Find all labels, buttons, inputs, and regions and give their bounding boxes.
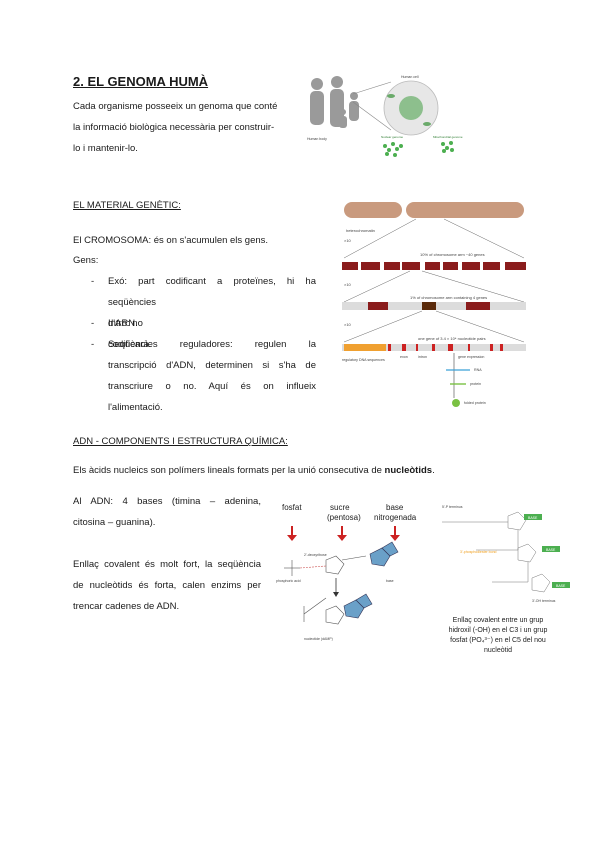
bond-line: Enllaç covalent és molt fort, la seqüènc… bbox=[73, 559, 261, 570]
list-item: Intró: no codificarà. bbox=[108, 318, 152, 350]
caption-line: fosfat (PO₄³⁻) en el C5 del nou bbox=[450, 637, 546, 644]
chromosome-figure: heterochromatin ×10 10% of chromosome ar… bbox=[342, 202, 526, 407]
list-dash: - bbox=[91, 276, 95, 287]
list-item: l'alimentació. bbox=[108, 402, 163, 413]
folded-protein-label: folded protein bbox=[464, 401, 486, 405]
sentence-text: Els àcids nucleics son polímers lineals … bbox=[73, 465, 385, 476]
nitrogenada-label: nitrogenada bbox=[374, 513, 417, 522]
section-heading-adn: ADN - COMPONENTS I ESTRUCTURA QUÍMICA: bbox=[73, 436, 288, 447]
protein-label: protein bbox=[470, 382, 481, 386]
nucleus-shape bbox=[399, 96, 423, 120]
list-dash: - bbox=[91, 339, 95, 350]
list-item: transcripció d'ADN, determinen si s'ha d… bbox=[108, 360, 316, 371]
list-dash: - bbox=[91, 318, 95, 329]
fosfat-label: fosfat bbox=[282, 503, 302, 512]
caption: Enllaç covalent entre un grup hidroxil (… bbox=[449, 617, 548, 654]
chromosome-arm-left bbox=[344, 202, 402, 218]
terminus5-label: 5'-P terminus bbox=[442, 505, 463, 509]
human-cell-label: Human cell bbox=[401, 75, 419, 79]
x10-label: ×10 bbox=[344, 282, 352, 287]
gens-label: Gens: bbox=[73, 255, 99, 266]
base-heading: base bbox=[386, 503, 404, 512]
base-ring bbox=[343, 599, 365, 619]
caption-line: hidroxil (-OH) en el C3 i un grup bbox=[449, 627, 548, 634]
nuclear-genome-shape bbox=[383, 142, 403, 157]
terminus3-label: 3'-OH terminus bbox=[532, 599, 556, 603]
rna-label: RNA bbox=[474, 368, 482, 372]
base-tag-label: BASE bbox=[556, 584, 566, 588]
exon-label: exon bbox=[400, 355, 408, 359]
phosphoric-acid-label: phosphoric acid bbox=[276, 579, 301, 583]
sucre-label: sucre bbox=[330, 503, 350, 512]
phosphodiester-label: 3'-phosphodiester bond bbox=[460, 550, 497, 554]
bond-line: de nucleòtids és forta, calen enzims per bbox=[73, 580, 261, 591]
human-silhouettes bbox=[310, 76, 359, 128]
arm4-label: 1% of chromosome arm containing 4 genes bbox=[410, 295, 487, 300]
caption-line: Enllaç covalent entre un grup bbox=[453, 617, 544, 624]
intro-line: Cada organisme posseeix un genoma que co… bbox=[73, 101, 278, 112]
deoxyribose-label: 2'-deoxyribose bbox=[304, 553, 327, 557]
base-tag bbox=[542, 546, 560, 552]
base-tag-label: BASE bbox=[528, 516, 538, 520]
human-body-label: Human body bbox=[307, 137, 327, 141]
dna-strand-figure: 5'-P terminus BASE BASE BASE 3'-phosphod… bbox=[442, 505, 570, 654]
arm40-label: 10% of chromosome arm ~40 genes bbox=[420, 252, 485, 257]
page-title: 2. EL GENOMA HUMÀ bbox=[73, 74, 209, 89]
caption-line: nucleòtid bbox=[484, 647, 512, 654]
base-label: base bbox=[386, 579, 394, 583]
pentosa-label: (pentosa) bbox=[327, 513, 361, 522]
strand-lines bbox=[442, 511, 551, 593]
sentence-text: . bbox=[432, 465, 435, 476]
base-ring bbox=[355, 593, 373, 609]
nuclear-genome-label: Nuclear genome bbox=[381, 135, 403, 139]
chromosome-arm-right bbox=[406, 202, 524, 218]
x10-label: ×10 bbox=[344, 238, 352, 243]
molecule-lines bbox=[284, 555, 367, 625]
intron-label: intron bbox=[418, 355, 427, 359]
one-gene-label: one gene of 3.4 × 10⁴ nucleotide pairs bbox=[418, 336, 486, 341]
bases-line: citosina – guanina). bbox=[73, 517, 156, 528]
nucleic-acid-sentence: Els àcids nucleics son polímers lineals … bbox=[73, 460, 435, 481]
list-item: transcriure o no. Aquí és on influeix bbox=[108, 381, 316, 392]
mito-genome-shape bbox=[441, 141, 454, 153]
sentence-bold: nucleòtids bbox=[384, 465, 433, 476]
base-ring bbox=[369, 547, 391, 567]
genome-figure: Human cell Human body Nuclear genome Mit… bbox=[307, 75, 463, 157]
section-heading-material: EL MATERIAL GENÈTIC: bbox=[73, 200, 181, 211]
base-tag-label: BASE bbox=[546, 548, 556, 552]
red-arrows bbox=[287, 526, 400, 541]
nucleotide-figure: fosfat sucre (pentosa) base nitrogenada … bbox=[276, 503, 417, 641]
gene-expression-label: gene expression bbox=[458, 355, 484, 359]
base-tag bbox=[524, 514, 542, 520]
regulatory-label: regulatory DNA sequences bbox=[342, 358, 385, 362]
list-item: Seqüències reguladores: regulen la bbox=[108, 339, 316, 350]
bases-line: Al ADN: 4 bases (timina – adenina, bbox=[73, 496, 261, 507]
base-tag bbox=[552, 582, 570, 588]
folded-protein-shape bbox=[452, 399, 460, 407]
base-ring bbox=[381, 541, 399, 557]
mito-genome-label: Mitochondrial genome bbox=[433, 135, 463, 139]
chromosome-text: El CROMOSOMA: és on s'acumulen els gens. bbox=[73, 235, 269, 246]
intro-line: la informació biològica necessària per c… bbox=[73, 122, 275, 133]
gene-band-1 bbox=[342, 262, 526, 270]
x10-label: ×10 bbox=[344, 322, 352, 327]
nucleotide-label: nucleotide (dAMP) bbox=[304, 637, 333, 641]
bond-line: trencar cadenes de ADN. bbox=[73, 601, 180, 612]
intro-line: lo i mantenir-lo. bbox=[73, 143, 138, 154]
heterochromatin-label: heterochromatin bbox=[346, 228, 375, 233]
list-item: seqüències d'ARN. bbox=[108, 297, 157, 329]
list-item: Exó: part codificant a proteïnes, hi ha bbox=[108, 276, 316, 287]
